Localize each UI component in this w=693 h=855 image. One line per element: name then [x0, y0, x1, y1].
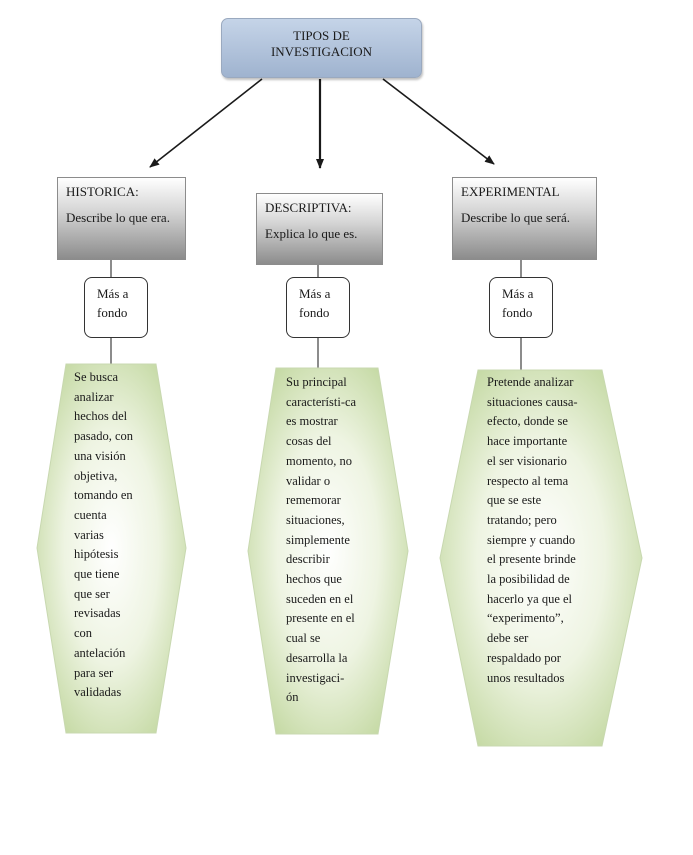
more-box-historica: Más a fondo — [84, 277, 148, 338]
detail-line: Pretende analizar — [487, 375, 574, 389]
detail-line: debe ser — [487, 631, 529, 646]
detail-line: el ser visionario — [487, 453, 567, 468]
hexagon-descriptiva — [247, 367, 409, 735]
detail-line: una visión — [74, 448, 126, 463]
detail-line: Se busca — [74, 370, 119, 384]
hexagon-experimental — [439, 369, 643, 747]
root-title-line2: INVESTIGACION — [270, 44, 373, 59]
detail-line: hacerlo ya que el — [487, 591, 573, 606]
detail-line: característi-ca — [286, 394, 357, 409]
category-title: HISTORICA: — [66, 184, 139, 199]
detail-line: que ser — [74, 586, 110, 601]
detail-line: objetiva, — [74, 468, 118, 483]
category-title: DESCRIPTIVA: — [265, 200, 352, 215]
arrow-to-historica — [149, 78, 263, 168]
detail-line: “experimento”, — [487, 611, 564, 626]
detail-line: rememorar — [286, 493, 341, 508]
category-title: EXPERIMENTAL — [461, 184, 560, 199]
root-node: TIPOS DE INVESTIGACION — [221, 18, 422, 78]
detail-line: la posibilidad de — [487, 572, 570, 587]
detail-line: tomando en — [74, 488, 133, 503]
detail-line: desarrolla la — [286, 650, 348, 665]
detail-line: validar o — [286, 473, 331, 488]
category-summary: Describe lo que era. — [66, 210, 170, 225]
detail-line: situaciones, — [286, 512, 345, 527]
detail-line: que se este — [487, 493, 542, 508]
more-label-line1: Más a — [502, 286, 534, 301]
detail-line: antelación — [74, 645, 126, 660]
detail-line: describir — [286, 552, 330, 567]
detail-line: momento, no — [286, 453, 352, 468]
detail-line: pasado, con — [74, 429, 134, 444]
detail-line: el presente brinde — [487, 552, 576, 567]
detail-text-experimental: Pretende analizar situaciones causa-efect… — [487, 373, 632, 688]
arrow-to-experimental — [382, 78, 495, 165]
hexagon-historica — [36, 363, 187, 734]
detail-line: investigaci- — [286, 670, 345, 685]
detail-line: revisadas — [74, 606, 121, 621]
category-experimental: EXPERIMENTAL Describe lo que será. — [452, 177, 597, 260]
more-label-line2: fondo — [97, 305, 128, 320]
more-label-line1: Más a — [97, 286, 129, 301]
more-label-line1: Más a — [299, 286, 331, 301]
detail-text-historica: Se busca analizar hechos del pasado, con una… — [74, 368, 174, 703]
detail-line: ón — [286, 690, 299, 705]
detail-line: para ser — [74, 665, 114, 680]
detail-line: cosas del — [286, 434, 332, 449]
detail-line: Su principal — [286, 375, 347, 389]
detail-line: efecto, donde se — [487, 414, 568, 429]
detail-line: hipótesis — [74, 547, 119, 562]
category-descriptiva: DESCRIPTIVA: Explica lo que es. — [256, 193, 383, 265]
more-box-experimental: Más a fondo — [489, 277, 553, 338]
root-title-line1: TIPOS DE — [293, 28, 350, 43]
detail-line: hechos del — [74, 409, 128, 424]
detail-line: presente en el — [286, 611, 355, 626]
detail-line: tratando; pero — [487, 512, 557, 527]
detail-line: siempre y cuando — [487, 532, 576, 547]
detail-line: unos resultados — [487, 670, 565, 685]
detail-line: validadas — [74, 685, 122, 700]
detail-line: que tiene — [74, 567, 120, 582]
detail-line: es mostrar — [286, 414, 338, 429]
more-label-line2: fondo — [502, 305, 533, 320]
detail-line: simplemente — [286, 532, 350, 547]
detail-line: varias — [74, 527, 104, 542]
detail-line: respaldado por — [487, 650, 561, 665]
detail-line: con — [74, 626, 93, 641]
category-summary: Describe lo que será. — [461, 210, 571, 225]
detail-line: suceden en el — [286, 591, 354, 606]
more-label-line2: fondo — [299, 305, 330, 320]
detail-line: hace importante — [487, 434, 568, 449]
category-historica: HISTORICA: Describe lo que era. — [57, 177, 186, 260]
category-summary: Explica lo que es. — [265, 226, 358, 241]
detail-line: situaciones causa- — [487, 394, 578, 409]
detail-line: hechos que — [286, 572, 342, 587]
more-box-descriptiva: Más a fondo — [286, 277, 350, 338]
detail-line: analizar — [74, 389, 114, 404]
detail-line: cual se — [286, 631, 321, 646]
detail-text-descriptiva: Su principal característi-ca es mostrar cos… — [286, 373, 401, 708]
detail-line: respecto al tema — [487, 473, 569, 488]
detail-line: cuenta — [74, 507, 107, 522]
